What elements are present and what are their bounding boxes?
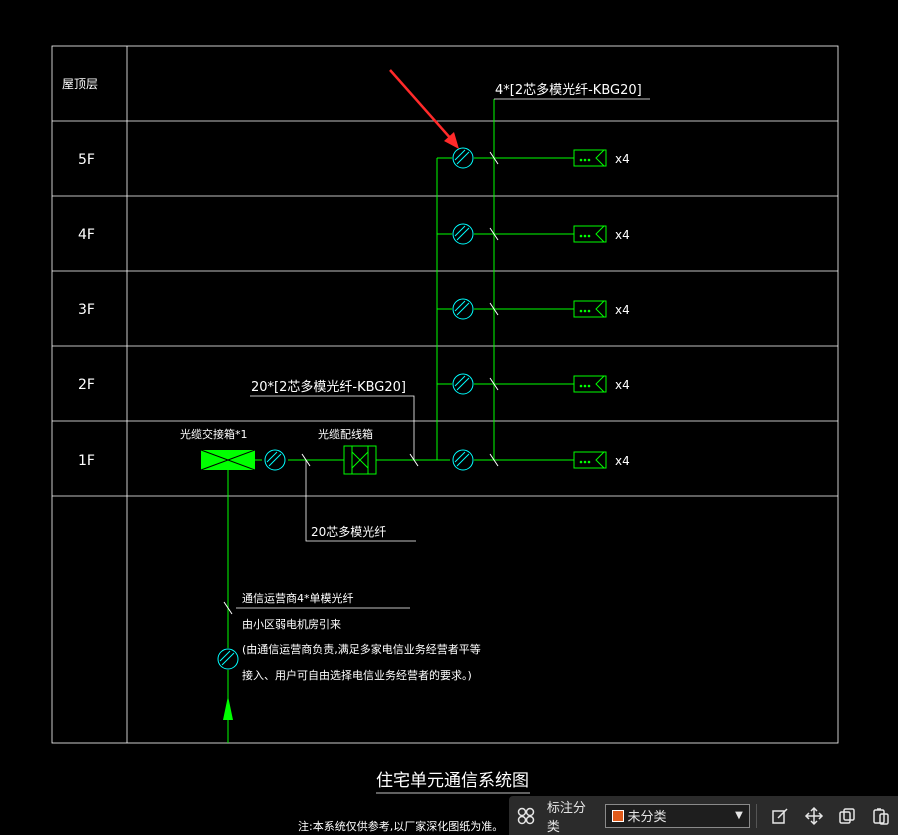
edit-icon[interactable]: [763, 799, 797, 833]
operator-fiber-label: 通信运营商4*单模光纤: [242, 591, 354, 605]
outlet-count-1f: x4: [615, 454, 630, 468]
leader-lines: [236, 98, 650, 609]
floor-label-1f: 1F: [78, 453, 95, 469]
splitter-icon-1f: [452, 449, 474, 471]
floor-branches: [223, 151, 574, 615]
annotation-arrow-icon: [389, 69, 459, 149]
paste-icon[interactable]: [864, 799, 898, 833]
outlet-count-2f: x4: [615, 378, 630, 392]
outlet-boxes: [573, 149, 607, 469]
grid-icon[interactable]: [509, 799, 543, 833]
outlet-icon-3f: [573, 300, 607, 318]
annotation-toolbar: 标注分类 未分类 ▼: [509, 796, 898, 835]
note-line-3: 接入、用户可自由选择电信业务经营者的要求。): [242, 668, 472, 682]
floor-label-2f: 2F: [78, 377, 95, 393]
splitter-icon-trunk: [264, 449, 286, 471]
move-icon[interactable]: [797, 799, 831, 833]
junction-box-label: 光缆交接箱*1: [180, 427, 248, 441]
fiber-20core-label: 20芯多模光纤: [311, 525, 386, 539]
splitter-icon-2f: [452, 373, 474, 395]
cable-junction-box: [200, 449, 256, 471]
outlet-count-4f: x4: [615, 228, 630, 242]
toolbar-divider: [755, 803, 757, 828]
chevron-down-icon: ▼: [735, 810, 743, 821]
category-dropdown[interactable]: 未分类 ▼: [604, 803, 750, 828]
floor-label-5f: 5F: [78, 152, 95, 168]
splitter-symbols: [217, 147, 474, 670]
floor-label-3f: 3F: [78, 302, 95, 318]
note-line-2: (由通信运营商负责,满足多家电信业务经营者平等: [242, 642, 481, 656]
splitter-icon-5f: [452, 147, 474, 169]
outlet-dots: [579, 158, 591, 464]
fiber-distribution-box: [343, 445, 377, 475]
splitter-icon-3f: [452, 298, 474, 320]
riser-cable-label: 4*[2芯多模光纤-KBG20]: [495, 82, 642, 98]
outlet-icon-4f: [573, 225, 607, 243]
outlet-count-3f: x4: [615, 303, 630, 317]
outlet-icon-2f: [573, 375, 607, 393]
outlet-icon-1f: [573, 451, 607, 469]
distribution-box-label: 光缆配线箱: [318, 427, 373, 441]
diagram-title: 住宅单元通信系统图: [376, 771, 529, 791]
category-swatch: [611, 809, 624, 822]
outlet-icon-5f: [573, 149, 607, 167]
category-value: 未分类: [627, 810, 667, 825]
splitter-icon-4f: [452, 223, 474, 245]
floor-grid: [51, 45, 839, 744]
copy-icon[interactable]: [830, 799, 864, 833]
outlet-count-5f: x4: [615, 152, 630, 166]
floor-label-4f: 4F: [78, 227, 95, 243]
footnote: 注:本系统仅供参考,以厂家深化图纸为准。: [298, 819, 503, 833]
splitter-icon-incoming: [217, 648, 239, 670]
incoming-arrow-icon: [223, 696, 233, 720]
note-line-1: 由小区弱电机房引来: [242, 617, 341, 631]
floor-label-roof: 屋顶层: [62, 77, 98, 91]
trunk-cable-label: 20*[2芯多模光纤-KBG20]: [251, 379, 406, 395]
category-label: 标注分类: [546, 800, 586, 835]
